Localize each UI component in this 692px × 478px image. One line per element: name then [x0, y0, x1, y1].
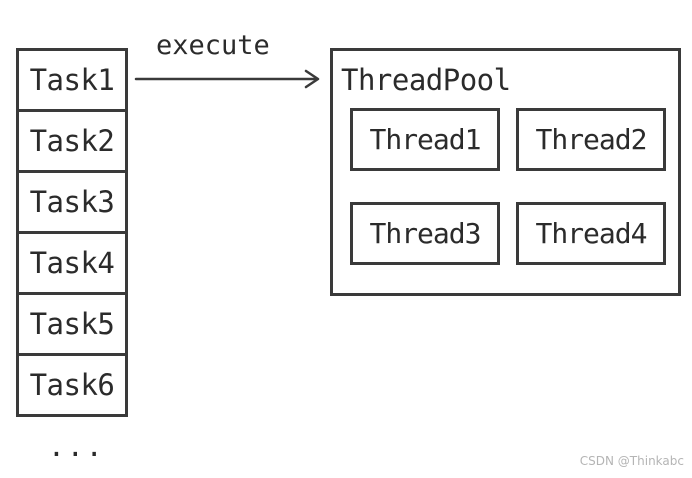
thread-box-1: Thread1 — [350, 108, 500, 171]
task-label: Task6 — [29, 368, 115, 402]
task-box-5: Task5 — [19, 295, 125, 356]
thread-box-2: Thread2 — [516, 108, 666, 171]
arrow-head — [304, 69, 320, 89]
task-box-4: Task4 — [19, 234, 125, 295]
thread-pool-box: ThreadPool Thread1 Thread2 Thread3 Threa… — [330, 48, 681, 296]
thread-pool-title: ThreadPool — [341, 63, 511, 97]
execute-label: execute — [156, 30, 270, 61]
task-box-3: Task3 — [19, 173, 125, 234]
more-tasks-ellipsis: ... — [48, 430, 105, 463]
task-box-1: Task1 — [19, 51, 125, 112]
task-label: Task4 — [29, 246, 115, 280]
thread-label: Thread1 — [369, 123, 481, 156]
task-label: Task5 — [29, 307, 115, 341]
task-box-2: Task2 — [19, 112, 125, 173]
task-box-6: Task6 — [19, 356, 125, 417]
task-label: Task3 — [29, 185, 115, 219]
task-label: Task1 — [29, 63, 115, 97]
thread-box-4: Thread4 — [516, 202, 666, 265]
thread-label: Thread2 — [535, 123, 647, 156]
task-label: Task2 — [29, 124, 115, 158]
thread-box-3: Thread3 — [350, 202, 500, 265]
thread-label: Thread3 — [369, 217, 481, 250]
execute-arrow — [134, 69, 320, 89]
task-queue: Task1 Task2 Task3 Task4 Task5 Task6 — [16, 48, 128, 417]
watermark: CSDN @Thinkabc — [579, 454, 684, 468]
thread-label: Thread4 — [535, 217, 647, 250]
